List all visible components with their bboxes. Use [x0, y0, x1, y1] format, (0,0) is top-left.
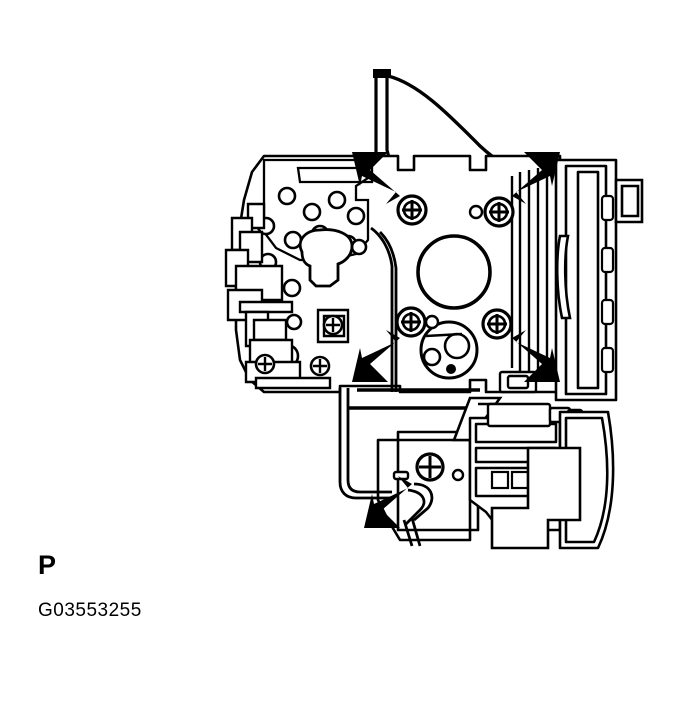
fluid-tube [338, 388, 392, 500]
small-hole-lower [451, 468, 465, 482]
center-bore [416, 234, 492, 310]
fastener-bolt-upper-right [483, 196, 515, 228]
fastener-bolt-left-lower-a [254, 353, 276, 375]
right-side-body [554, 158, 618, 402]
housing-parting-lines [348, 388, 480, 410]
callout-letter: P [38, 550, 57, 580]
fastener-bolt-lower-left [395, 306, 427, 338]
right-side-rib [555, 234, 572, 320]
connector-latch-block [490, 446, 582, 550]
fastener-bolt-left-lower-b [309, 355, 331, 377]
right-side-slots [600, 194, 615, 374]
circular-flange-plate [419, 320, 479, 380]
arrow-2-upper-right [512, 152, 560, 204]
housing-kidney-port [298, 228, 354, 288]
small-hole-mid [424, 314, 440, 330]
arrow-1-upper-left [352, 152, 400, 204]
side-port-boss [614, 178, 644, 224]
bracket-hook [402, 482, 434, 547]
small-hole-upper [468, 204, 484, 220]
figure-caption-block: P G03553255 [38, 550, 338, 621]
fastener-screw-bottom [415, 452, 445, 482]
fastener-bolt-left-mid [322, 314, 344, 336]
arrow-3-lower-left [352, 330, 400, 382]
figure-id: G03553255 [38, 600, 142, 621]
fastener-bolt-lower-right [481, 308, 513, 340]
fastener-bolt-upper-left [396, 194, 428, 226]
arrow-4-lower-right [512, 330, 560, 382]
arrow-5-bottom-screw [364, 476, 412, 528]
harness-end-cap [373, 69, 391, 78]
left-mounting-bracket [224, 202, 332, 390]
housing-center-seam [370, 226, 398, 392]
